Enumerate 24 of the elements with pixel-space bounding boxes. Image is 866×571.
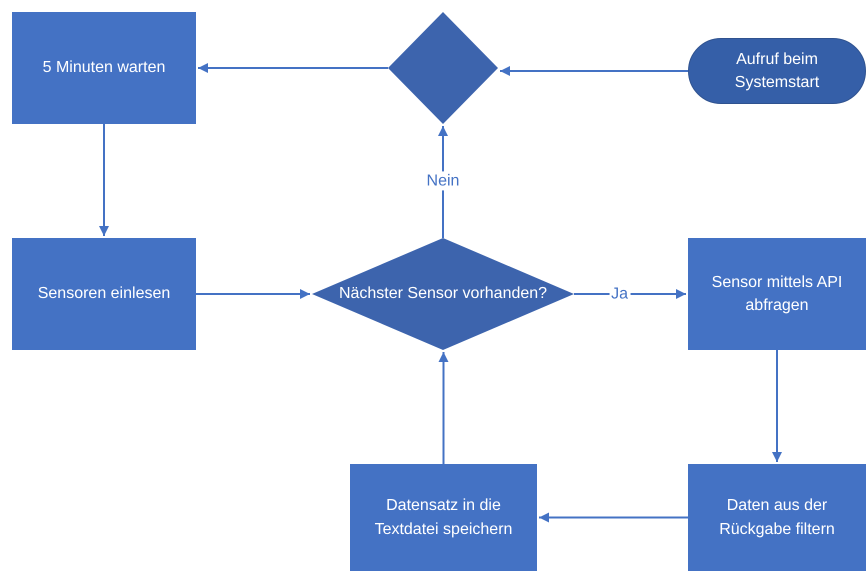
process-box — [688, 464, 866, 571]
arrow — [500, 66, 688, 76]
process-box — [350, 464, 537, 571]
arrow — [574, 289, 686, 299]
arrow — [99, 124, 109, 236]
node-text: 5 Minuten warten — [42, 58, 166, 78]
process-box — [12, 238, 196, 350]
arrow — [196, 289, 310, 299]
arrow — [438, 352, 448, 464]
node-text: Aufruf beim Systemstart — [734, 50, 820, 93]
terminal-shape — [688, 38, 866, 104]
node-text: Sensor mittels API abfragen — [710, 272, 844, 316]
process-box — [12, 12, 196, 124]
decision-diamond — [312, 238, 574, 350]
arrow — [198, 63, 388, 73]
process-box — [688, 238, 866, 350]
decision-diamond — [388, 12, 498, 124]
node-text: Nächster Sensor vorhanden? — [338, 284, 548, 304]
edge-label: Nein — [424, 171, 462, 191]
arrow — [539, 512, 688, 522]
node-text: Daten aus der Rückgabe filtern — [718, 496, 836, 540]
arrow — [772, 350, 782, 462]
node-text: Datensatz in die Textdatei speichern — [374, 496, 514, 540]
node-text: Sensoren einlesen — [36, 284, 172, 304]
